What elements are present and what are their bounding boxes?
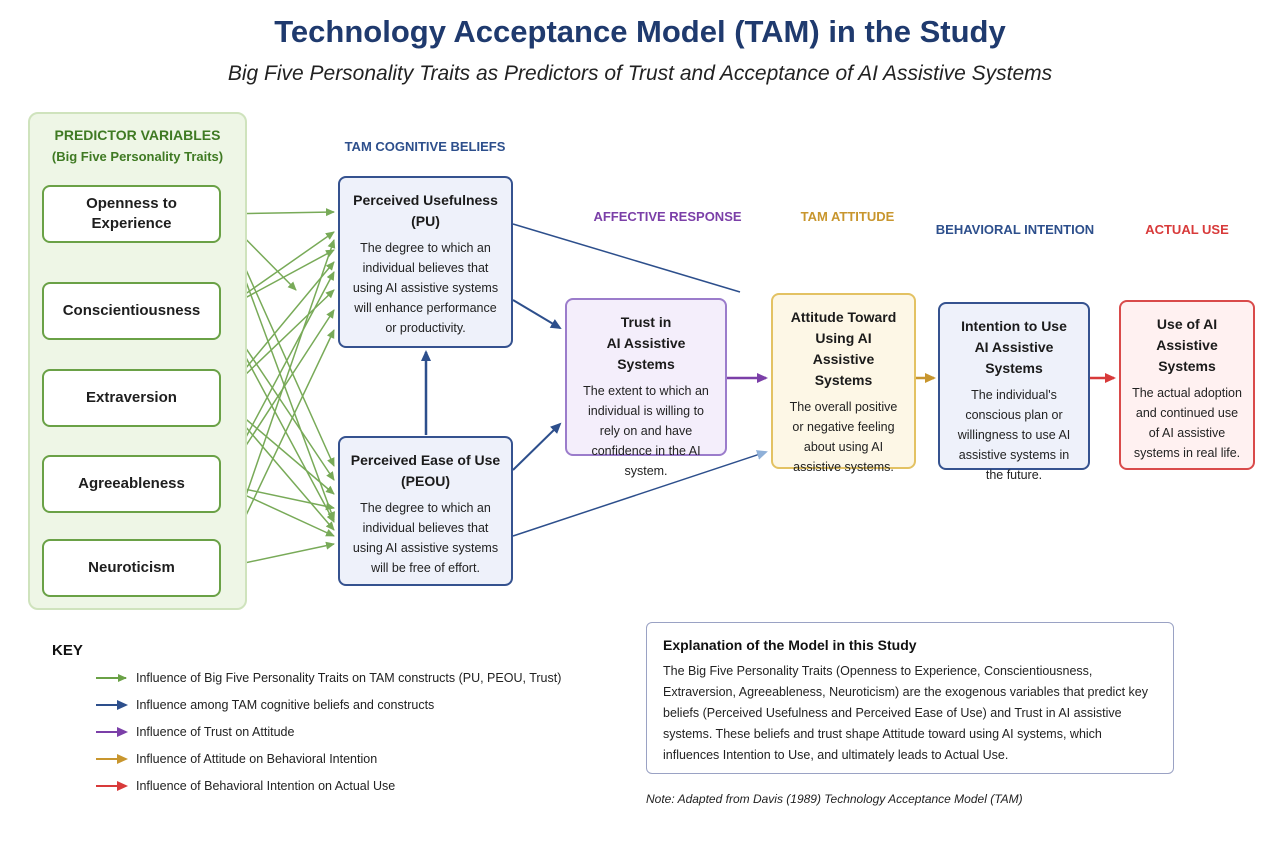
intention-title-line1: Intention to Use [961, 318, 1067, 334]
trait-extraversion: Extraversion [42, 369, 221, 427]
attitude-title: Attitude Toward Using AI Assistive Syste… [790, 309, 897, 388]
heading-cognitive: TAM COGNITIVE BELIEFS [344, 139, 506, 154]
pu-abbrev: (PU) [411, 213, 440, 229]
trait-conscientiousness: Conscientiousness [42, 282, 221, 340]
heading-affective: AFFECTIVE RESPONSE [593, 209, 742, 224]
predictor-heading: PREDICTOR VARIABLES [54, 127, 221, 143]
page-title: Technology Acceptance Model (TAM) in the… [274, 14, 1006, 49]
perceived-usefulness-box: Perceived Usefulness (PU) The degree to w… [338, 176, 513, 348]
intention-title-line2: AI Assistive Systems [974, 339, 1054, 376]
trait-openness: Openness to Experience [42, 185, 221, 243]
arrow-pu-trust [512, 299, 562, 330]
heading-attitude: TAM ATTITUDE [800, 209, 895, 224]
perceived-ease-of-use-box: Perceived Ease of Use (PEOU) The degree t… [338, 436, 513, 586]
explanation-box: Explanation of the Model in this Study T… [646, 622, 1174, 774]
use-description: The actual adoption and continued use of… [1132, 386, 1242, 460]
page-subtitle: Big Five Personality Traits as Predictor… [227, 62, 1053, 85]
predictor-subheading: (Big Five Personality Traits) [51, 149, 224, 164]
arrow-pu-attitude [512, 223, 741, 293]
trust-description: The extent to which an individual is wil… [583, 384, 709, 478]
use-title-line1: Use of AI [1156, 316, 1218, 332]
explanation-text: The Big Five Personality Traits (Opennes… [663, 664, 1148, 762]
trait-agreeableness: Agreeableness [42, 455, 221, 513]
trust-title-line2: AI Assistive Systems [606, 335, 686, 372]
trait-neuroticism: Neuroticism [42, 539, 221, 597]
pu-description: The degree to which an individual believ… [352, 241, 499, 335]
arrow-peou-trust [512, 422, 562, 471]
attitude-box: Attitude Toward Using AI Assistive Syste… [771, 293, 916, 474]
source-note: Note: Adapted from Davis (1989) Technolo… [646, 792, 1023, 806]
heading-use: ACTUAL USE [1145, 222, 1229, 237]
trust-box: Trust in AI Assistive Systems The extent … [565, 298, 727, 478]
arrow-peou-attitude [512, 450, 768, 537]
key-item-gold: Influence of Attitude on Behavioral Inte… [136, 752, 378, 766]
attitude-description: The overall positive or negative feeling… [789, 400, 898, 474]
key-title: KEY [52, 642, 83, 659]
heading-intention: BEHAVIORAL INTENTION [935, 222, 1095, 237]
actual-use-box: Use of AI Assistive Systems The actual ad… [1119, 300, 1255, 470]
peou-description: The degree to which an individual believ… [352, 501, 499, 575]
use-title-line2: Assistive Systems [1156, 337, 1218, 374]
pu-title: Perceived Usefulness [353, 192, 498, 208]
peou-title: Perceived Ease of Use [350, 452, 501, 468]
explanation-title: Explanation of the Model in this Study [663, 637, 917, 653]
intention-description: The individual's conscious plan or willi… [957, 388, 1071, 482]
intention-box: Intention to Use AI Assistive Systems The… [938, 302, 1090, 482]
trust-title-line1: Trust in [620, 314, 672, 330]
key-item-blue: Influence among TAM cognitive beliefs an… [136, 698, 435, 712]
key-item-green: Influence of Big Five Personality Traits… [136, 671, 562, 685]
peou-abbrev: (PEOU) [401, 473, 450, 489]
key-item-red: Influence of Behavioral Intention on Act… [136, 779, 396, 793]
key-item-purple: Influence of Trust on Attitude [136, 725, 295, 739]
